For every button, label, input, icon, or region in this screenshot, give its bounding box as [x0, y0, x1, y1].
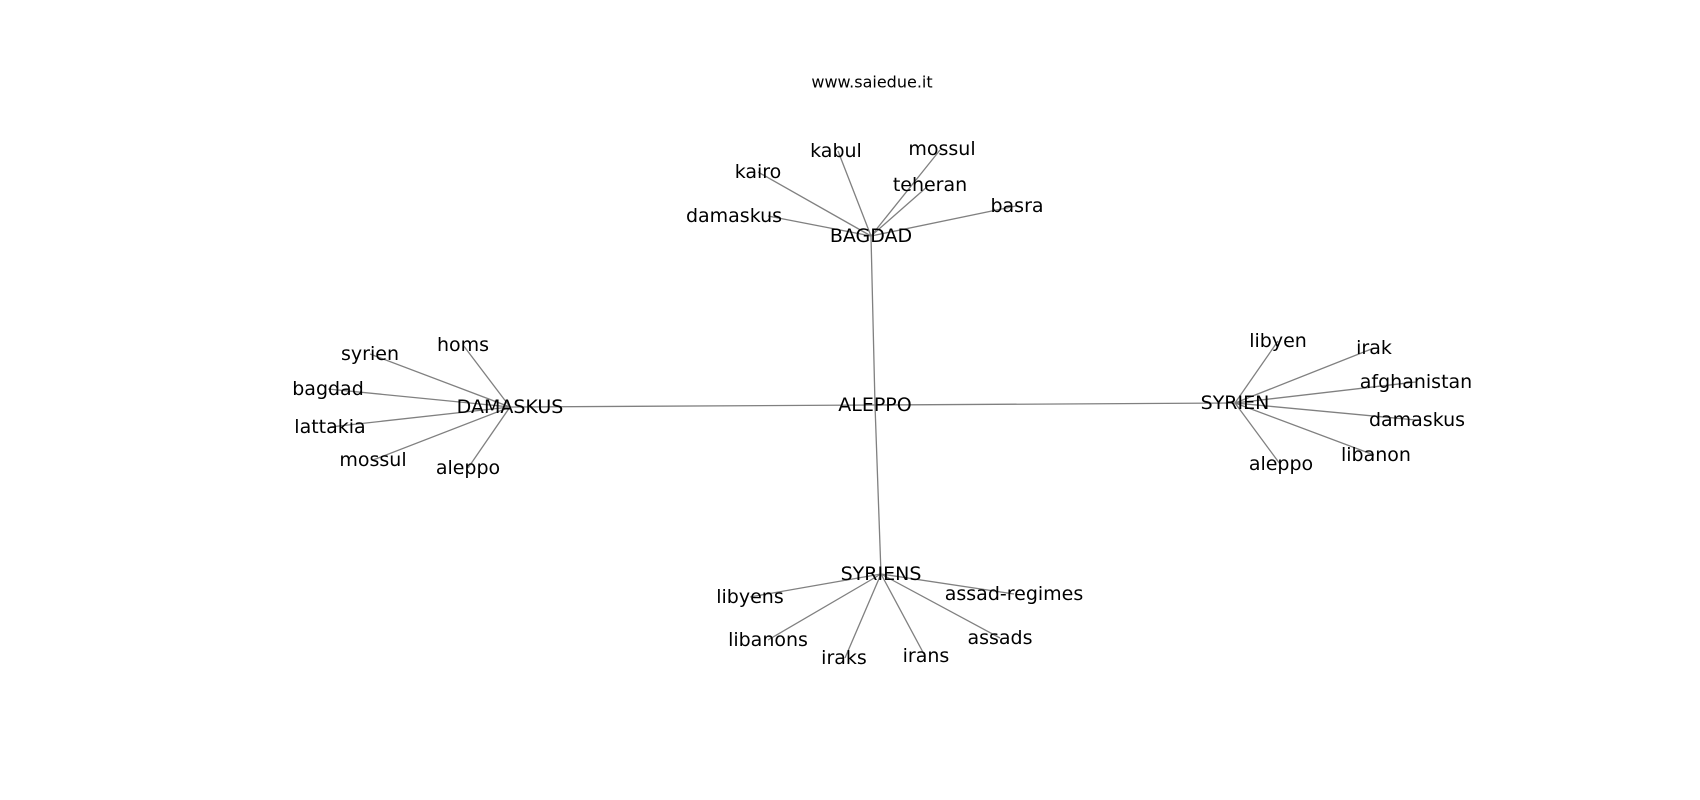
leaf-node-damaskus-aleppo: aleppo: [436, 457, 500, 479]
leaf-node-damaskus-bagdad: bagdad: [292, 378, 364, 400]
leaf-node-damaskus-syrien: syrien: [341, 343, 399, 365]
edge-damaskus-lattakia: [329, 406, 511, 428]
leaf-node-syrien-afghanistan: afghanistan: [1360, 371, 1472, 393]
leaf-node-syriens-libyens: libyens: [716, 586, 784, 608]
edge-damaskus-syrien: [369, 353, 511, 408]
leaf-node-syrien-damaskus: damaskus: [1369, 409, 1465, 431]
edge-bagdad-kabul: [837, 150, 872, 237]
edge-damaskus-homs: [462, 344, 511, 408]
leaf-node-syriens-assad-regimes: assad-regimes: [945, 583, 1084, 605]
edge-syrien-irak: [1234, 347, 1375, 404]
nodes: ALEPPO BAGDAD kabul mossul kairo teheran dama…: [292, 138, 1472, 669]
hub-node-damaskus: DAMASKUS: [457, 396, 564, 418]
site-watermark: www.saiedue.it: [811, 73, 932, 92]
leaf-node-damaskus-mossul: mossul: [339, 449, 406, 471]
edge-damaskus-mossul: [372, 406, 511, 461]
edge-bagdad-teheran: [870, 185, 929, 237]
edge-damaskus-aleppo: [467, 406, 511, 469]
edge-syriens-irans: [880, 573, 926, 657]
edge-syrien-libanon: [1234, 402, 1375, 456]
hub-node-syriens: SYRIENS: [841, 563, 922, 585]
leaf-node-damaskus-lattakia: lattakia: [294, 416, 365, 438]
leaf-node-bagdad-kabul: kabul: [810, 140, 862, 162]
edge-damaskus-bagdad: [327, 388, 511, 408]
leaf-node-syrien-libanon: libanon: [1341, 444, 1411, 466]
edge-syriens-libyens: [749, 573, 882, 598]
leaf-node-syriens-assads: assads: [967, 627, 1032, 649]
edge-bagdad-damaskus: [767, 215, 872, 237]
leaf-node-damaskus-homs: homs: [437, 334, 489, 356]
edge-bagdad-mossul: [870, 149, 941, 237]
edge-bagdad-kairo: [757, 171, 872, 237]
edge-bagdad-basra: [870, 205, 1017, 237]
leaf-node-syriens-libanons: libanons: [728, 629, 808, 651]
edge-aleppo-syrien: [874, 402, 1236, 406]
edge-aleppo-syriens: [874, 404, 882, 575]
edge-syriens-assads: [880, 573, 1001, 639]
leaf-node-bagdad-kairo: kairo: [735, 161, 782, 183]
leaf-node-bagdad-teheran: teheran: [893, 174, 967, 196]
edge-syriens-libanons: [767, 573, 882, 641]
leaf-node-syriens-irans: irans: [903, 645, 950, 667]
hub-node-syrien: SYRIEN: [1201, 392, 1270, 414]
leaf-node-syrien-aleppo: aleppo: [1249, 453, 1313, 475]
edge-aleppo-bagdad: [870, 235, 876, 406]
edges: [327, 149, 1417, 659]
leaf-node-bagdad-damaskus: damaskus: [686, 205, 782, 227]
edge-syrien-damaskus: [1234, 402, 1417, 421]
leaf-node-syriens-iraks: iraks: [821, 647, 867, 669]
edge-syriens-assad-regimes: [880, 573, 1015, 595]
hub-node-bagdad: BAGDAD: [830, 225, 912, 247]
leaf-node-bagdad-mossul: mossul: [908, 138, 975, 160]
leaf-node-bagdad-basra: basra: [990, 195, 1043, 217]
edge-syrien-afghanistan: [1234, 381, 1417, 404]
edge-aleppo-damaskus: [509, 404, 876, 408]
edge-syrien-libyen: [1234, 340, 1279, 404]
leaf-node-syrien-irak: irak: [1356, 337, 1392, 359]
leaf-node-syrien-libyen: libyen: [1249, 330, 1307, 352]
edge-syrien-aleppo: [1234, 402, 1281, 465]
center-node-aleppo: ALEPPO: [838, 394, 911, 416]
edge-syriens-iraks: [844, 573, 882, 659]
